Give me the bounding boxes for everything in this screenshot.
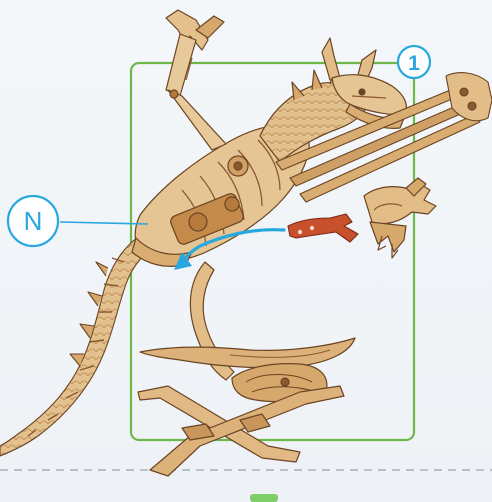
part-label: N <box>24 206 43 236</box>
next-step-tab <box>250 494 278 502</box>
step-callout: 1 <box>398 46 430 78</box>
step-number: 1 <box>408 52 420 75</box>
